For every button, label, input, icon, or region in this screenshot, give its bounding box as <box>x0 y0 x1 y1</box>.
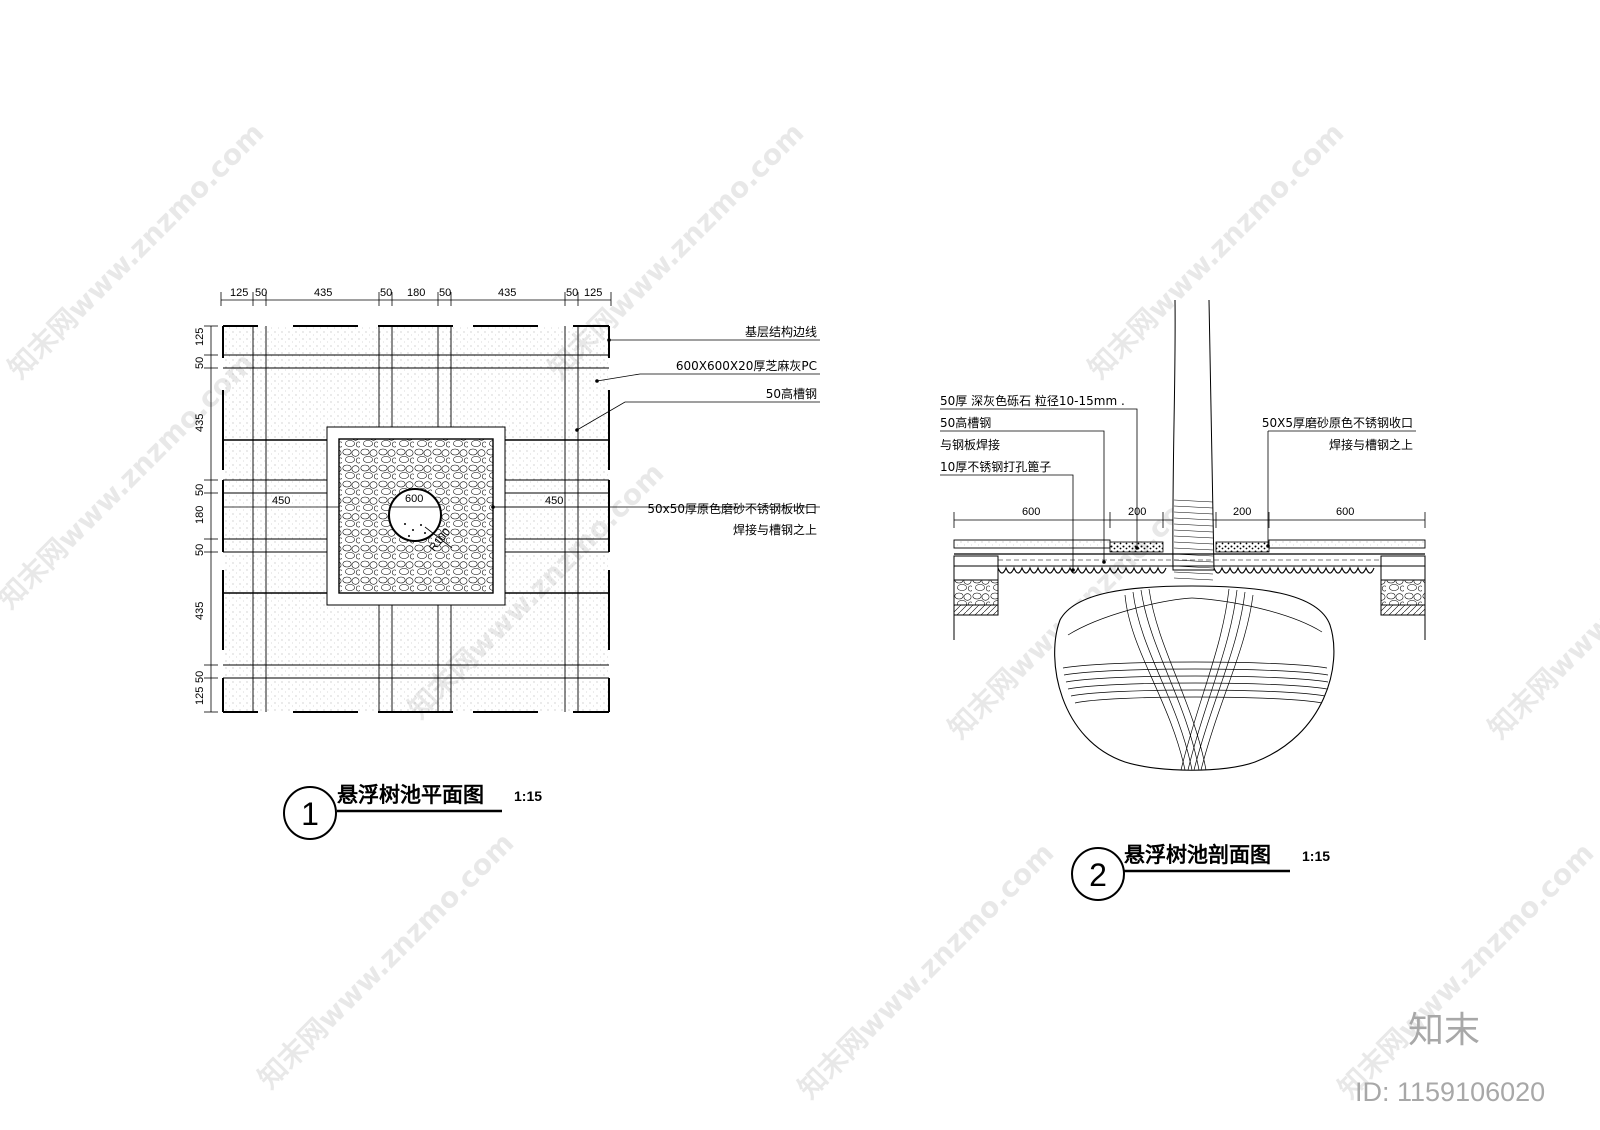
dim-label: 435 <box>194 414 206 432</box>
dim-label: 450 <box>545 495 563 507</box>
section-number: 2 <box>1089 857 1107 893</box>
plan-view: 125 50 435 50 180 50 435 50 125 125 50 4… <box>194 287 820 840</box>
image-id: ID: 1159106020 <box>1355 1077 1545 1107</box>
dim-label: 125 <box>194 328 206 346</box>
section-footing-left <box>953 555 999 640</box>
plan-left-dim-labels: 125 50 435 50 180 50 435 50 125 <box>194 328 206 705</box>
trunk-wrap <box>1173 499 1214 581</box>
label-trim: 50x50厚原色磨砂不锈钢板收口 <box>647 502 817 516</box>
label-paving: 600X600X20厚芝麻灰PC <box>676 358 817 373</box>
watermark-text: 知末网www.znzmo.com <box>1482 476 1600 745</box>
watermark-text: 知末网www.znzmo.com <box>0 346 260 615</box>
watermark-text: 知末网www.znzmo.com <box>1332 836 1600 1105</box>
label-trim-weld: 焊接与槽钢之上 <box>1329 437 1413 452</box>
gravel-layer-right <box>1215 541 1270 553</box>
dim-label: 50 <box>380 287 392 299</box>
dim-label: 50 <box>194 357 206 369</box>
label-channel-steel: 50高槽钢 <box>766 386 817 401</box>
label-trim-weld: 焊接与槽钢之上 <box>733 522 817 537</box>
dim-label: 50 <box>255 287 267 299</box>
dim-label: 600 <box>405 493 423 505</box>
dim-label: 125 <box>230 287 248 299</box>
dim-label: 50 <box>439 287 451 299</box>
dim-label: 200 <box>1233 506 1251 518</box>
dim-label: 435 <box>194 602 206 620</box>
dim-label: 600 <box>1336 506 1354 518</box>
watermark-text: 知末网www.znzmo.com <box>1082 116 1351 385</box>
brand-logo: 知末 <box>1408 1010 1480 1051</box>
plan-scale: 1:15 <box>514 788 542 804</box>
dim-label: 50 <box>566 287 578 299</box>
label-trim: 50X5厚磨砂原色不锈钢收口 <box>1262 416 1413 430</box>
dim-label: 600 <box>1022 506 1040 518</box>
trunk-hatch <box>404 523 426 537</box>
dim-label: 125 <box>584 287 602 299</box>
root-ball <box>1054 585 1335 771</box>
label-grate: 10厚不锈钢打孔篦子 <box>940 459 1051 474</box>
plan-number: 1 <box>301 796 319 832</box>
label-weld: 与钢板焊接 <box>940 437 1000 452</box>
root-ball-straps <box>1062 588 1329 771</box>
section-leaders <box>940 408 1416 570</box>
plan-number-circle <box>283 786 337 840</box>
section-number-circle <box>1071 847 1125 901</box>
watermark-text: 知末网www.znzmo.com <box>252 826 521 1095</box>
watermark-text: 知末网www.znzmo.com <box>792 836 1061 1105</box>
dim-label: 180 <box>407 287 425 299</box>
plan-left-dimensions <box>204 325 218 713</box>
section-scale: 1:15 <box>1302 848 1330 864</box>
dim-label: 180 <box>194 506 206 524</box>
section-leader-dots <box>1071 544 1270 572</box>
dim-label: 50 <box>194 484 206 496</box>
plan-leader-dots <box>491 338 611 509</box>
dim-label: 50 <box>194 671 206 683</box>
section-view: 600 200 200 200 600 <box>940 299 1426 901</box>
plan-leaders <box>493 339 820 508</box>
tree-trunk-section <box>1172 299 1215 571</box>
dim-label: 50 <box>194 544 206 556</box>
dim-label: 435 <box>314 287 332 299</box>
label-gravel: 50厚 深灰色砾石 粒径10-15mm . <box>940 393 1125 408</box>
plan-top-dimensions <box>220 292 612 306</box>
label-channel-steel: 50高槽钢 <box>940 415 991 430</box>
plan-title: 悬浮树池平面图 <box>337 783 484 807</box>
plan-top-dim-labels: 125 50 435 50 180 50 435 50 125 <box>230 287 602 299</box>
dim-label: 435 <box>498 287 516 299</box>
plan-structure-edge <box>222 325 610 713</box>
section-footing-right <box>1380 555 1426 640</box>
label-base-edge: 基层结构边线 <box>745 324 817 339</box>
section-grate <box>997 566 1375 574</box>
dim-label: 125 <box>194 687 206 705</box>
tree-trunk-circle <box>388 488 442 542</box>
dim-label: 450 <box>272 495 290 507</box>
section-title: 悬浮树池剖面图 <box>1124 843 1271 867</box>
